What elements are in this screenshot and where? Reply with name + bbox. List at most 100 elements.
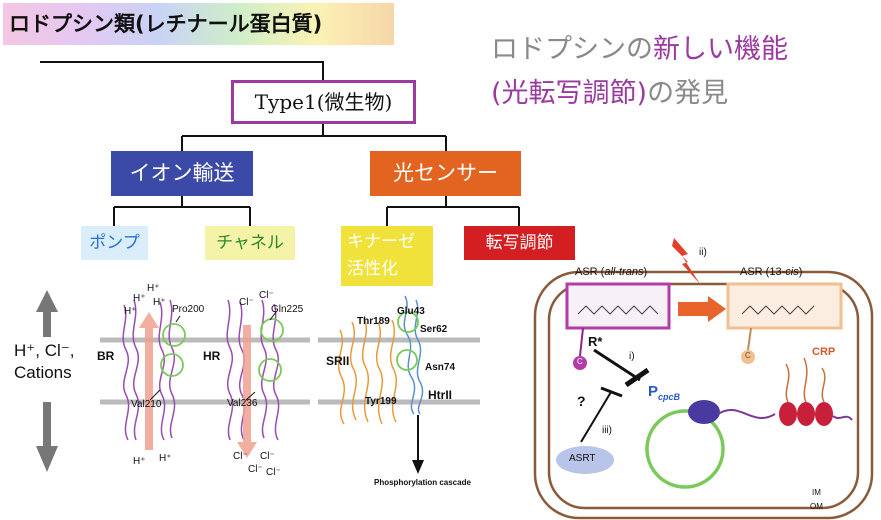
phosphorylation-cascade-label: Phosphorylation cascade — [374, 478, 471, 487]
ions-text: H⁺, Cl⁻, Cations — [14, 341, 75, 382]
srii-helix-4 — [389, 319, 398, 423]
br-helix-2 — [132, 299, 140, 441]
outer-membrane — [533, 270, 874, 520]
repression-line-i — [593, 348, 641, 382]
hr-helix-1 — [226, 299, 234, 441]
pro200-label: Pro200 — [172, 304, 205, 315]
h-plus-bottom-2: H⁺ — [159, 453, 172, 464]
val236-pointer — [245, 391, 256, 401]
htrii-helix-1 — [403, 295, 416, 415]
sensor-site-circle-1 — [397, 311, 419, 333]
question-label: ? — [577, 393, 586, 409]
hr-transport-arrow-shaft — [243, 325, 251, 450]
hr-site-circle-1 — [260, 318, 284, 342]
h-plus-top-4: H⁺ — [124, 306, 137, 317]
promoter-label: PcpcB — [648, 383, 681, 402]
cascade-arrow-head — [412, 460, 424, 474]
tyr199-label: Tyr199 — [365, 396, 397, 407]
headline-highlight-1: 新しい機能 — [653, 34, 788, 65]
connector-ion — [113, 196, 251, 226]
val210-label: Val210 — [131, 399, 162, 410]
ser62-label: Ser62 — [420, 324, 448, 335]
gln225-label: Gln225 — [271, 304, 304, 315]
asrt-blob — [556, 446, 614, 474]
asr-13cis-label: ASR (13-cis) — [740, 266, 803, 278]
headline-line-2: (光転写調節)の発見 — [491, 78, 729, 109]
dna-circle — [645, 409, 725, 489]
up-arrow-head — [36, 290, 58, 312]
htrii-helix-2 — [414, 299, 424, 415]
headline-line-1: ロドプシンの新しい機能 — [491, 34, 788, 65]
br-site-circle-1 — [162, 323, 186, 347]
cl-minus-bottom-3: Cl⁻ — [248, 464, 263, 475]
h-plus-top-2: H⁺ — [133, 293, 146, 304]
srii-helix-1 — [349, 321, 358, 421]
cl-minus-bottom-1: Cl⁻ — [233, 451, 248, 462]
asr-c-linker-right — [747, 327, 752, 351]
banner-title: ロドプシン類(レチナール蛋白質) — [3, 3, 394, 45]
repression-bar-i — [624, 367, 650, 388]
srii-label: SRII — [326, 354, 350, 368]
cl-minus-top-2: Cl⁻ — [239, 297, 254, 308]
gln225-pointer — [269, 311, 277, 321]
crp-label: CRP — [812, 346, 836, 358]
sensor-site-circle-2 — [396, 349, 418, 371]
connector-root — [40, 61, 324, 80]
thr189-label: Thr189 — [357, 316, 390, 327]
c-terminus-right-label: C — [745, 351, 751, 360]
im-label: IM — [812, 488, 821, 497]
cl-minus-bottom-4: Cl⁻ — [266, 467, 281, 478]
path-iii-label: iii) — [602, 425, 612, 436]
hr-site-circle-2 — [258, 358, 282, 382]
asr-13cis-box — [726, 282, 843, 330]
val210-pointer — [149, 389, 161, 401]
h-plus-bottom-1: H⁺ — [133, 456, 146, 467]
up-arrow-shaft — [43, 311, 51, 337]
hr-label: HR — [203, 349, 221, 363]
kinase-label: キナーゼ 活性化 — [341, 226, 433, 286]
hr-helix-4 — [272, 303, 280, 441]
mrna-line — [717, 408, 776, 420]
path-i-label: i) — [629, 351, 635, 362]
crp-ribosomes — [779, 402, 833, 426]
srii-helix-5 — [337, 329, 346, 425]
asrt-label: ASRT — [569, 453, 596, 464]
channel-label: チャネル — [205, 226, 295, 260]
asr-c-terminus-right — [741, 350, 755, 364]
val236-label: Val236 — [227, 398, 258, 409]
hr-transport-arrow-head — [237, 442, 257, 458]
connector-sensor — [386, 196, 520, 226]
asn74-label: Asn74 — [425, 362, 456, 373]
srii-helix-2 — [361, 317, 370, 423]
br-transport-arrow-head — [139, 312, 159, 328]
pro200-pointer — [175, 315, 181, 323]
br-transport-arrow-shaft — [145, 325, 153, 450]
br-helix-3 — [158, 301, 166, 441]
glu43-label: Glu43 — [397, 306, 425, 317]
headline-highlight-2: (光転写調節) — [491, 78, 648, 109]
h-plus-top-1: H⁺ — [147, 283, 160, 294]
headline: ロドプシンの新しい機能 (光転写調節)の発見 — [491, 28, 788, 116]
retinal-13cis-icon — [741, 305, 815, 315]
repression-bar-iii — [600, 386, 623, 398]
isomerization-arrow — [678, 296, 726, 322]
mrna-tail — [832, 415, 853, 421]
retinal-all-trans-icon — [577, 305, 659, 315]
inner-membrane — [547, 282, 860, 510]
br-helix-1 — [122, 304, 130, 441]
cl-minus-bottom-2: Cl⁻ — [260, 451, 275, 462]
h-plus-top-3: H⁺ — [153, 297, 166, 308]
rnap-blob — [688, 400, 720, 424]
crp-chains — [785, 357, 826, 403]
down-arrow-shaft — [43, 402, 51, 446]
cl-minus-top-1: Cl⁻ — [259, 290, 274, 301]
srii-helix-3 — [375, 321, 384, 425]
transcription-label: 転写調節 — [464, 226, 575, 260]
connector-type1 — [181, 124, 447, 151]
light-sensor-box: 光センサー — [370, 151, 521, 196]
asr-c-terminus-left — [573, 356, 587, 370]
